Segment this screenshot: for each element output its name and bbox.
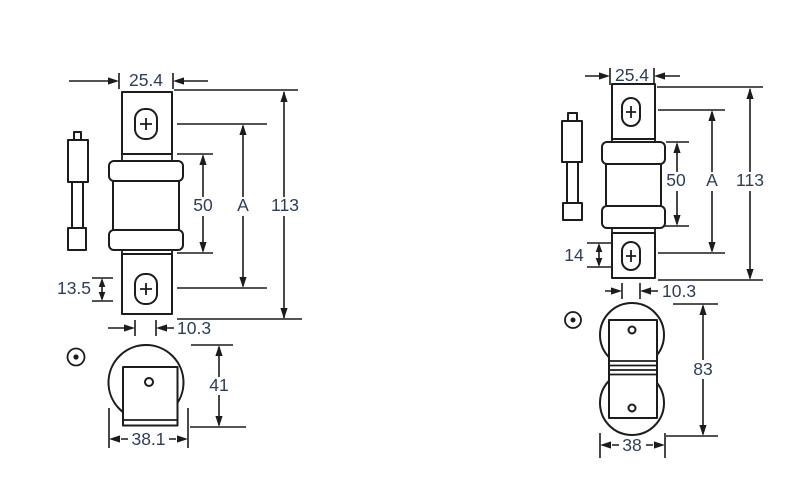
dim-lines (666, 303, 718, 437)
dim-label-hole-offset: 13.5 (57, 278, 91, 298)
dim-lines (69, 73, 208, 89)
top-blade-neck (121, 154, 173, 161)
side-profile-top-blade (67, 139, 89, 183)
end-view-joint-lines (610, 360, 656, 376)
right-dim-end-width: 38 (599, 433, 666, 458)
dim-lines (174, 89, 302, 320)
ceramic-barrel (605, 163, 662, 207)
dim-arrowheads (124, 324, 167, 332)
dim-lines (177, 123, 267, 289)
left-dim-end-width: 38.1 (108, 408, 189, 449)
left-dim-ref-A: A (177, 123, 267, 289)
orientation-mark-circle (564, 311, 582, 329)
right-side-profile-view (561, 112, 583, 221)
dim-lines (585, 68, 680, 85)
side-profile-nub (567, 112, 578, 122)
dim-label-overall: 113 (271, 195, 299, 215)
dim-lines (657, 86, 763, 281)
dim-label-end-height: 41 (209, 375, 228, 395)
dim-lines (177, 153, 213, 254)
side-profile-bottom-blade (67, 227, 87, 251)
dim-arrowheads (199, 154, 207, 253)
right-dim-slot-width: 10.3 (605, 281, 696, 301)
left-dim-overall-length: 113 (174, 89, 302, 320)
right-dim-overall-length: 113 (657, 86, 764, 281)
left-fuse-drawing: 25.4 113 A 50 13.5 1 (57, 70, 302, 449)
orientation-mark-circle (66, 347, 86, 367)
dim-label-end-width: 38.1 (131, 429, 165, 449)
dim-lines (658, 109, 725, 254)
right-dim-end-height: 83 (666, 303, 718, 437)
right-dim-ref-A: A (658, 109, 725, 254)
end-view-tag-hole (144, 377, 154, 387)
right-dim-tag-width: 25.4 (585, 65, 680, 85)
left-end-view (66, 344, 185, 427)
bottom-flange (108, 229, 184, 251)
dim-label-ref: A (237, 195, 249, 215)
dim-label-tag-width: 25.4 (129, 70, 163, 90)
dim-arrowheads (595, 243, 603, 267)
left-dim-tag-width: 25.4 (69, 70, 208, 90)
end-view-blade-tag (608, 319, 658, 419)
dim-label-slot-width: 10.3 (662, 281, 696, 301)
end-view-blade-tag (122, 366, 179, 427)
left-dim-end-height: 41 (190, 344, 246, 428)
dim-arrowheads (98, 278, 106, 301)
side-profile-bottom-blade (562, 202, 583, 221)
left-dim-slot-width: 10.3 (108, 318, 211, 338)
orientation-mark-dot (73, 354, 79, 360)
end-view-top-hole (627, 325, 637, 335)
dim-label-hole-offset: 14 (564, 245, 584, 265)
left-front-view (108, 91, 184, 315)
side-profile-body-edge (71, 181, 84, 229)
dim-label-end-height: 83 (693, 359, 712, 379)
bottom-slot-cross (140, 283, 152, 295)
dim-label-body: 50 (666, 170, 686, 190)
right-dim-hole-offset: 14 (564, 242, 612, 268)
bottom-flange (601, 205, 666, 229)
side-profile-nub (73, 131, 82, 141)
bottom-slot-cross (626, 250, 636, 262)
left-side-profile-view (67, 131, 89, 251)
dim-lines (663, 141, 689, 227)
end-view-bottom-hole (627, 403, 637, 413)
right-fuse-drawing: 25.4 113 A 50 14 10. (561, 65, 764, 458)
dim-label-body: 50 (193, 195, 213, 215)
dim-label-overall: 113 (736, 170, 764, 190)
dim-label-ref: A (706, 170, 718, 190)
dim-lines (599, 433, 666, 458)
dim-arrowheads (611, 287, 651, 295)
top-slot-cross (140, 118, 152, 130)
dim-lines (108, 408, 189, 448)
dim-label-tag-width: 25.4 (615, 65, 649, 85)
dim-lines (190, 344, 246, 428)
top-slot-cross (626, 106, 636, 118)
right-end-view (564, 302, 665, 436)
dim-label-slot-width: 10.3 (177, 318, 211, 338)
side-profile-top-blade (561, 120, 583, 163)
orientation-mark-dot (570, 317, 576, 323)
right-dim-body-length: 50 (663, 141, 689, 227)
top-flange (108, 160, 184, 182)
left-dim-hole-offset: 13.5 (57, 277, 113, 302)
side-profile-body-edge (566, 161, 579, 204)
dim-label-end-width: 38 (622, 435, 641, 455)
right-front-view (601, 83, 666, 279)
ceramic-barrel (112, 180, 180, 231)
left-dim-body-length: 50 (177, 153, 213, 254)
top-flange (601, 141, 666, 165)
